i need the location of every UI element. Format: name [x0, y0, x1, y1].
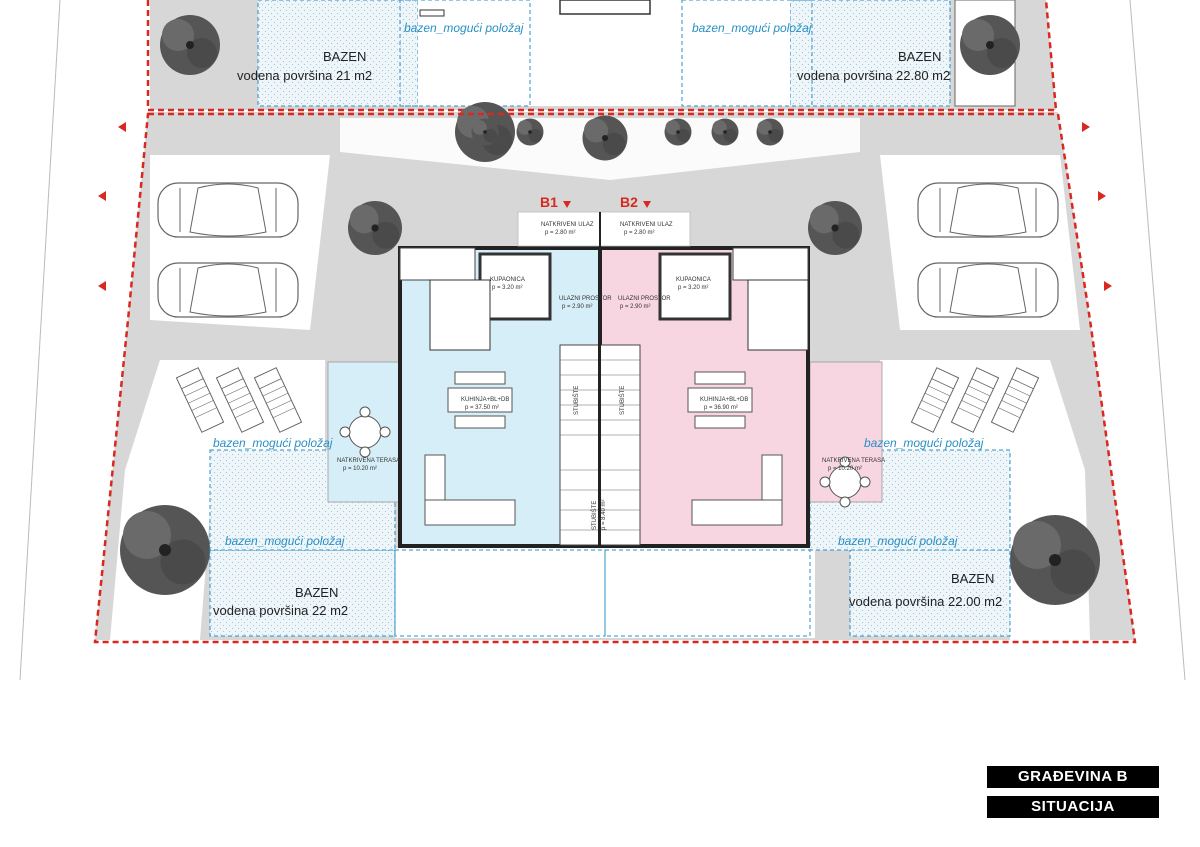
pool-top-right-area: vodena površina 22.80 m2: [797, 68, 950, 83]
kitchen-area-right: p = 36.90 m²: [704, 405, 738, 411]
possible-position-label-4: bazen_mogući položaj: [864, 436, 984, 450]
pool-top-left-title: BAZEN: [323, 49, 366, 64]
pool-top-right-title: BAZEN: [898, 49, 941, 64]
stairs-area-left-lower: p = 8.40 m²: [601, 499, 607, 530]
pool-labels: BAZEN vodena površina 21 m2 BAZEN vodena…: [213, 49, 1002, 618]
bathroom-area-right: p = 3.20 m²: [678, 285, 709, 291]
possible-position-label-5: bazen_mogući položaj: [225, 534, 345, 548]
pool-bottom-right-title: BAZEN: [951, 571, 994, 586]
entry-covered-label-right: NATKRIVENI ULAZ: [620, 222, 673, 228]
marker-b2: B2: [620, 194, 638, 210]
entry-covered-area-left: p = 2.80 m²: [545, 230, 576, 236]
top-neighbour-plot: [150, 0, 1056, 110]
covered-entry: [517, 211, 691, 247]
top-plot-boundary: [146, 0, 1058, 112]
entry-space-label-right: ULAZNI PROSTOR: [618, 296, 671, 302]
unit-b1: [327, 246, 602, 548]
stairs-label-left-upper: STUBIŠTE: [573, 386, 580, 415]
stairs-label-left-lower: STUBIŠTE: [591, 501, 598, 530]
entry-covered-label-left: NATKRIVENI ULAZ: [541, 222, 594, 228]
bathroom-label-left: KUPAONICA: [490, 277, 525, 283]
bathroom-label-right: KUPAONICA: [676, 277, 711, 283]
entry-space-area-right: p = 2.90 m²: [620, 304, 651, 310]
entry-covered-area-right: p = 2.80 m²: [624, 230, 655, 236]
unit-b2: [598, 246, 883, 548]
room-labels: NATKRIVENI ULAZ p = 2.80 m² NATKRIVENI U…: [337, 222, 885, 530]
pool-bottom-left-title: BAZEN: [295, 585, 338, 600]
outer-lines: [19, 0, 1186, 681]
possible-pool-position-labels: bazen_mogući položaj bazen_mogući položa…: [213, 21, 984, 548]
main-plot-boundary: [93, 112, 1137, 644]
pool-bottom-left-area: vodena površina 22 m2: [213, 603, 348, 618]
entry-space-label-left: ULAZNI PROSTOR: [559, 296, 612, 302]
possible-position-label-2: bazen_mogući položaj: [692, 21, 812, 35]
terrace-label-left: NATKRIVENA TERASA: [337, 458, 400, 464]
kitchen-label-left: KUHINJA+BL+DB: [461, 397, 509, 403]
boundary-markers: [98, 122, 1112, 291]
terrace-area-right: p = 10.20 m²: [828, 466, 862, 472]
top-right-pool: [789, 0, 951, 107]
marker-b1: B1: [540, 194, 558, 210]
stairs-label-right-upper: STUBIŠTE: [619, 386, 626, 415]
bottom-right-pool: [849, 549, 1011, 637]
possible-position-label-3: bazen_mogući položaj: [213, 436, 333, 450]
entry-space-area-left: p = 2.90 m²: [562, 304, 593, 310]
pool-bottom-right-area: vodena površina 22.00 m2: [849, 594, 1002, 609]
bathroom-area-left: p = 3.20 m²: [492, 285, 523, 291]
title-block-building: GRAĐEVINA B: [987, 766, 1159, 788]
possible-position-label-1: bazen_mogući položaj: [404, 21, 524, 35]
kitchen-area-left: p = 37.50 m²: [465, 405, 499, 411]
pool-top-left-area: vodena površina 21 m2: [237, 68, 372, 83]
terrace-label-right: NATKRIVENA TERASA: [822, 458, 885, 464]
title-block-situation: SITUACIJA: [987, 796, 1159, 818]
kitchen-label-right: KUHINJA+BL+DB: [700, 397, 748, 403]
possible-position-label-6: bazen_mogući položaj: [838, 534, 958, 548]
terrace-area-left: p = 10.20 m²: [343, 466, 377, 472]
